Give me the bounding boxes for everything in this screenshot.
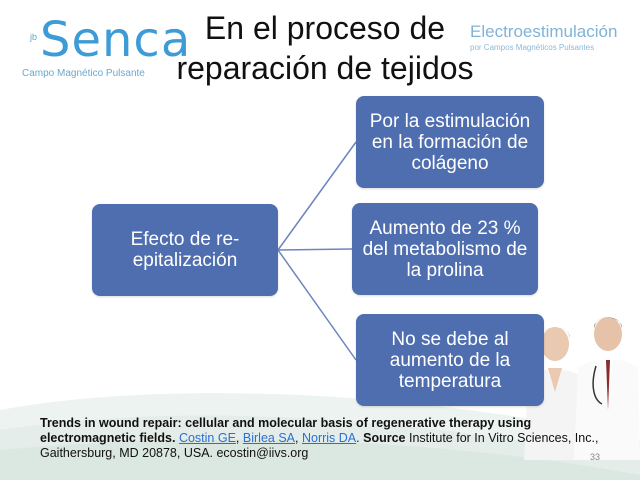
electroestimulacion-logo: Electroestimulación por Campos Magnético… (470, 22, 635, 62)
author-link-3[interactable]: Norris DA (301, 431, 357, 445)
logo-right-main: Electroestimulación (470, 22, 618, 41)
author-separator-2: , (295, 431, 299, 445)
reference-source-label: Source (363, 431, 406, 445)
senca-logo: jb Senca Campo Magnético Pulsante (18, 10, 190, 82)
diagram-root-node: Efecto de re-epitalización (92, 204, 278, 296)
connector-to-child-3 (277, 249, 357, 361)
diagram-child-node-1: Por la estimulación en la formación de c… (356, 96, 544, 188)
diagram-child-node-2: Aumento de 23 % del metabolismo de la pr… (352, 203, 538, 295)
reference-note: Trends in wound repair: cellular and mol… (40, 416, 620, 461)
logo-brand: Senca (40, 12, 192, 68)
reference-title: Trends in wound repair: cellular and mol… (40, 416, 532, 445)
bottom-swoosh-decoration (0, 393, 640, 480)
logo-prefix: jb (30, 32, 38, 42)
logo-subtitle: Campo Magnético Pulsante (22, 68, 145, 79)
author-separator-3: . (356, 431, 360, 445)
logo-right-sub: por Campos Magnéticos Pulsantes (470, 43, 595, 52)
reference-source-text: Institute for In Vitro Sciences, Inc., G… (40, 431, 599, 460)
slide-title-line1: En el proceso de (204, 10, 446, 46)
author-separator-1: , (235, 431, 240, 445)
connector-to-child-2 (277, 248, 353, 251)
author-link-1[interactable]: Costin GE (178, 431, 236, 445)
author-link-2[interactable]: Birlea SA (242, 431, 295, 445)
connector-to-child-1 (277, 141, 357, 251)
page-number: 33 (590, 452, 601, 462)
slide-title-line2: reparación de tejidos (176, 50, 474, 86)
diagram-child-node-3: No se debe al aumento de la temperatura (356, 314, 544, 406)
slide-title: En el proceso de reparación de tejidos (150, 8, 500, 88)
